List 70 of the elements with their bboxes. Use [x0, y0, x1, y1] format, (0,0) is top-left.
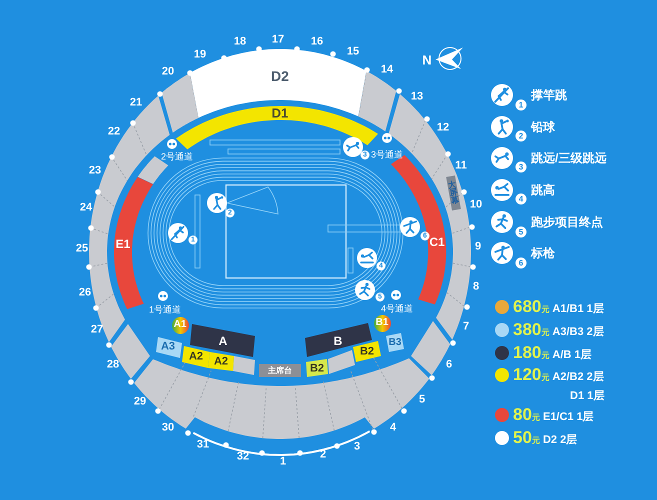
section-label: A1	[174, 320, 186, 330]
gate-number: 24	[80, 202, 92, 214]
gate-number: 4	[390, 422, 396, 434]
number-badge: 2	[516, 130, 526, 142]
strip-label: 大屏幕	[447, 180, 460, 206]
gate-number: 17	[272, 34, 284, 46]
gate-number: 6	[446, 360, 452, 370]
gate-number: 10	[470, 200, 482, 210]
passage-label: 1号通道	[149, 306, 181, 314]
section-label: B2	[360, 346, 374, 358]
legend-text: 撑竿跳	[531, 89, 567, 101]
passage-label: 2号通道	[161, 152, 193, 162]
section-label: B3	[388, 338, 402, 348]
section-label: A2	[214, 356, 228, 368]
legend-text: 铅球	[531, 121, 555, 133]
gate-number: 8	[472, 282, 480, 292]
section-label: 主席台	[268, 366, 292, 374]
gate-number: 3	[354, 442, 360, 452]
gate-number: 18	[234, 36, 246, 48]
gate-number: 26	[78, 288, 92, 298]
gate-number: 32	[236, 452, 250, 462]
gate-number: 13	[410, 92, 424, 102]
gate-number: 7	[462, 322, 470, 332]
number-badge: 6	[516, 258, 526, 268]
gate-number: 29	[134, 396, 146, 408]
gate-number: 9	[474, 242, 482, 252]
section-label: B	[334, 335, 342, 347]
number-badge: 5	[516, 226, 526, 238]
gate-number: 25	[76, 244, 88, 254]
section-label: C1	[429, 236, 445, 248]
gate-number: 21	[130, 98, 142, 108]
legend-text: 120元 A2/B2 2层 D1 1层	[513, 366, 604, 404]
number-badge: 1	[516, 100, 526, 110]
legend-text: 标枪	[531, 247, 555, 259]
section-label: A3	[160, 342, 176, 352]
north-label: N	[422, 54, 432, 66]
gate-number: 11	[455, 160, 467, 172]
gate-number: 22	[108, 126, 120, 138]
section-label: B1	[376, 318, 388, 328]
gate-number: 30	[162, 422, 174, 434]
section-label: A2	[188, 352, 204, 362]
gate-number: 28	[106, 360, 120, 370]
gate-number: 19	[194, 50, 206, 60]
gate-number: 31	[196, 440, 210, 450]
gate-number: 12	[436, 122, 450, 134]
legend-text: 跳远/三级跳远	[531, 152, 606, 164]
passage-label: 3号通道	[371, 150, 403, 160]
gate-number: 14	[380, 64, 394, 76]
legend-text: 50元 D2 2层	[513, 429, 578, 449]
legend-text: 680元 A1/B1 1层	[513, 298, 604, 318]
gate-number: 16	[310, 36, 324, 48]
legend-text: 380元 A3/B3 2层	[513, 321, 604, 341]
section-label: B2	[310, 363, 324, 374]
gate-number: 27	[90, 324, 104, 336]
section-label: E1	[116, 238, 130, 250]
section-label: A	[218, 335, 228, 347]
gate-number: 5	[418, 394, 426, 406]
legend-text: 180元 A/B 1层	[513, 344, 592, 364]
section-label: D1	[272, 106, 288, 120]
gate-number: 15	[346, 46, 360, 58]
gate-number: 23	[88, 166, 102, 176]
legend-text: 80元 E1/C1 1层	[513, 406, 594, 426]
gate-number: 20	[162, 66, 174, 78]
number-badge: 4	[516, 194, 526, 204]
section-label: D2	[271, 68, 289, 83]
legend-text: 跳高	[531, 184, 555, 196]
number-badge: 3	[516, 162, 526, 172]
gate-number: 1	[280, 456, 286, 468]
passage-label: 4号通道	[381, 304, 413, 314]
legend-text: 跑步项目终点	[531, 216, 603, 228]
